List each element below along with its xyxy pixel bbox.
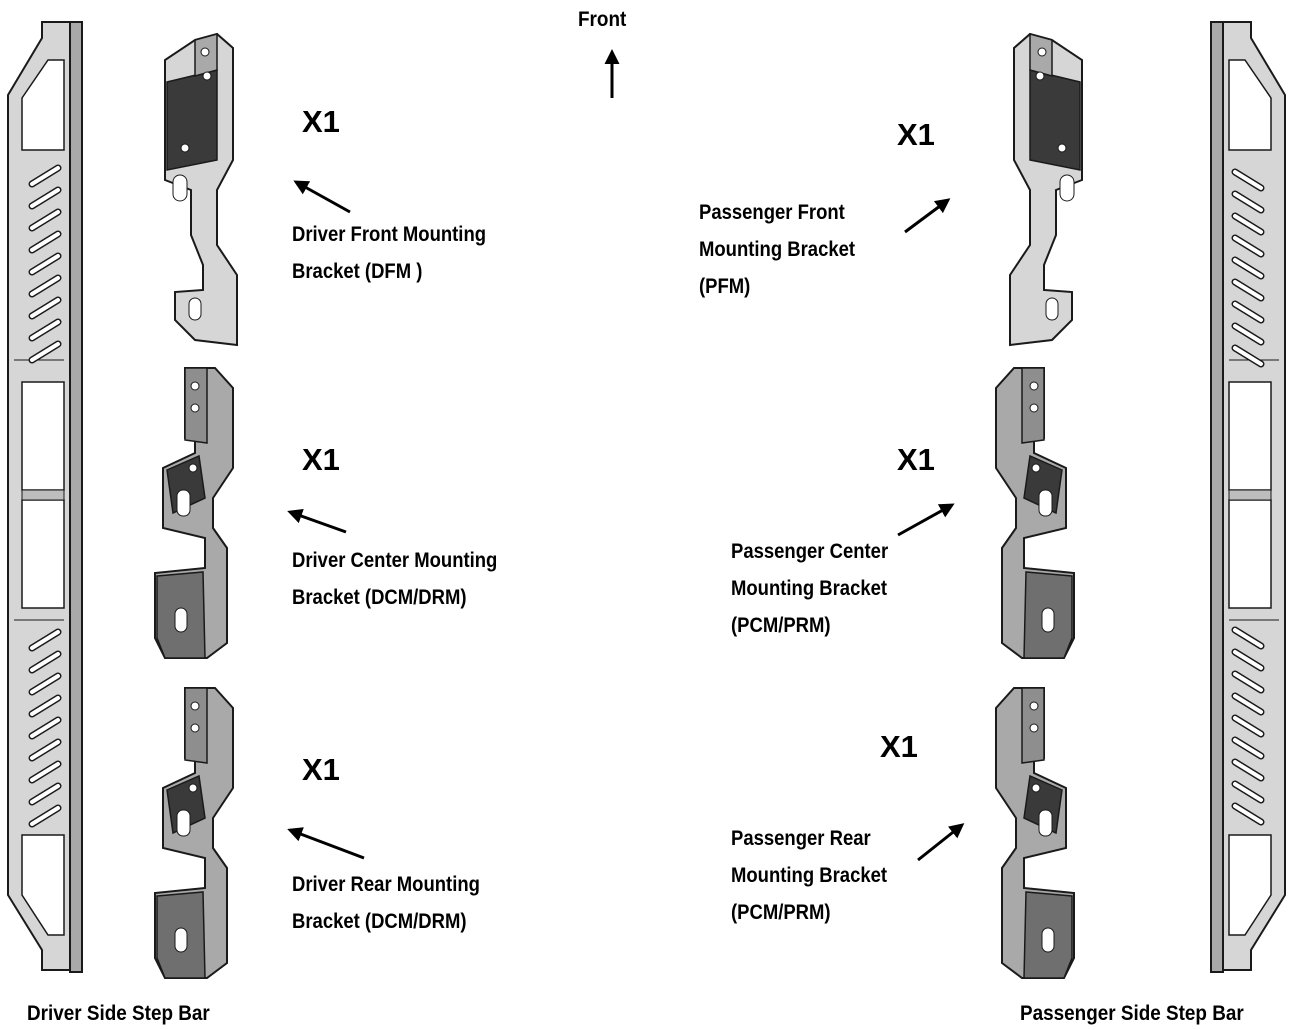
passenger-center-bracket-drawing [995,367,1075,659]
passenger-rear-bracket-label: Passenger Rear Mounting Bracket (PCM/PRM… [731,820,887,931]
vent-slot-inner [30,696,60,716]
passenger-step-bar-drawing [1210,21,1286,973]
vent-slot-inner [1233,258,1263,278]
label-line: (PCM/PRM) [731,901,831,924]
front-label: Front [578,8,627,31]
vent-slot-inner [1233,324,1263,344]
driver-front-arrow [293,180,351,214]
vent-slot-inner [30,630,60,650]
label-line: Bracket (DCM/DRM) [292,910,467,933]
vent-slot-inner [1233,214,1263,234]
vent-slot-inner [1233,236,1263,256]
driver-front-bracket-label: Driver Front Mounting Bracket (DFM ) [292,216,486,290]
passenger-front-bracket-label: Passenger Front Mounting Bracket (PFM) [699,194,855,305]
vent-slot-inner [1233,804,1263,824]
driver-side-step-bar-label: Driver Side Step Bar [27,1002,210,1025]
label-line: Passenger Rear [731,827,871,850]
vent-slot-inner [30,210,60,230]
label-line: Mounting Bracket [699,238,856,261]
vent-slot-inner [30,342,60,362]
passenger-front-bracket-drawing [1009,33,1083,346]
vent-slot-inner [30,188,60,208]
driver-center-quantity: X1 [302,442,340,477]
vent-slot-inner [30,166,60,186]
vent-slot-inner [1233,738,1263,758]
vent-slot-inner [1233,192,1263,212]
label-line: Mounting Bracket [731,864,888,887]
passenger-rear-quantity: X1 [880,729,918,764]
driver-center-bracket-label: Driver Center Mounting Bracket (DCM/DRM) [292,542,497,616]
label-line: (PFM) [699,275,751,298]
label-line: Passenger Front [699,201,845,224]
passenger-center-arrow [897,503,955,537]
label-line: (PCM/PRM) [731,614,831,637]
vent-slot-inner [30,740,60,760]
vent-slot-inner [1233,280,1263,300]
vent-slot-inner [1233,672,1263,692]
label-line: Bracket (DCM/DRM) [292,586,467,609]
vent-slot-inner [30,674,60,694]
passenger-front-arrow [904,198,951,234]
vent-slot-inner [1233,346,1263,366]
vent-slot-inner [1233,302,1263,322]
vent-slot-inner [1233,760,1263,780]
label-line: Mounting Bracket [731,577,888,600]
driver-center-bracket-drawing [154,367,234,659]
label-line: Driver Center Mounting [292,549,498,572]
label-line: Passenger Center [731,540,889,563]
vent-slot-inner [1233,170,1263,190]
label-line: Bracket (DFM ) [292,260,423,283]
vent-slot-group [1231,168,1265,368]
vent-slot-inner [1233,650,1263,670]
driver-front-bracket-drawing [164,33,238,346]
passenger-center-quantity: X1 [897,442,935,477]
passenger-front-quantity: X1 [897,117,935,152]
vent-slot-inner [30,232,60,252]
driver-step-bar-drawing [7,21,83,973]
vent-slot-inner [30,276,60,296]
driver-rear-arrow [287,827,365,860]
vent-slot-inner [30,806,60,826]
vent-slot-group [28,628,62,828]
vent-slot-inner [30,718,60,738]
vent-slot-inner [30,784,60,804]
driver-center-arrow [287,508,347,534]
driver-front-quantity: X1 [302,104,340,139]
driver-rear-quantity: X1 [302,752,340,787]
vent-slot-inner [1233,694,1263,714]
passenger-center-bracket-label: Passenger Center Mounting Bracket (PCM/P… [731,533,888,644]
vent-slot-inner [1233,782,1263,802]
passenger-side-step-bar-label: Passenger Side Step Bar [1020,1002,1244,1025]
vent-slot-inner [30,762,60,782]
vent-slot-inner [1233,716,1263,736]
label-line: Driver Front Mounting [292,223,487,246]
vent-slot-group [1231,626,1265,826]
vent-slot-group [28,164,62,364]
driver-rear-bracket-label: Driver Rear Mounting Bracket (DCM/DRM) [292,866,480,940]
passenger-rear-arrow [917,823,965,862]
label-line: Driver Rear Mounting [292,873,480,896]
passenger-rear-bracket-drawing [995,687,1075,979]
vent-slot-inner [1233,628,1263,648]
vent-slot-inner [30,320,60,340]
vent-slot-inner [30,652,60,672]
vent-slot-inner [30,254,60,274]
vent-slot-inner [30,298,60,318]
driver-rear-bracket-drawing [154,687,234,979]
